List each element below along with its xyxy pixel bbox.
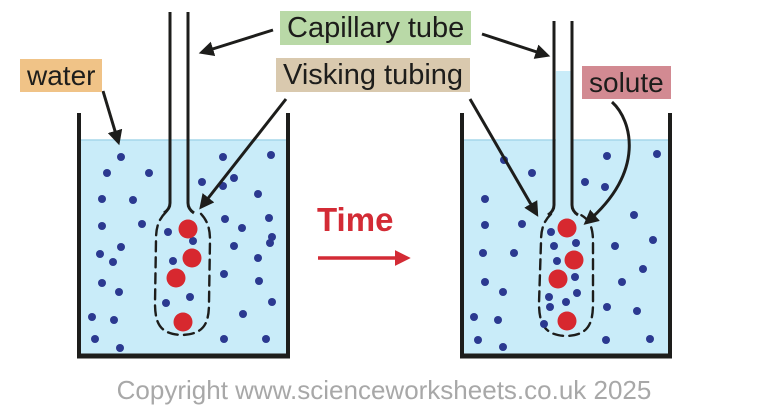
beaker-walls-right (460, 113, 672, 357)
capillary-tube-right (547, 21, 579, 217)
visking-water-molecules-left (162, 228, 197, 307)
capillary-arrow-right (481, 32, 551, 59)
capillary-arrow-left (198, 28, 274, 57)
visking-arrow-right (468, 98, 539, 217)
water-arrow (101, 90, 123, 146)
beaker-walls-left (77, 113, 290, 357)
solute-molecules-right (548, 218, 584, 331)
visking-tubing-left (153, 209, 212, 337)
visking-tubing-label: Visking tubing (276, 58, 471, 93)
solute-label: solute (582, 66, 671, 100)
visking-arrow-left (199, 98, 288, 210)
solute-arrow (583, 100, 631, 225)
capillary-water-column (556, 71, 572, 143)
water-label: water (20, 59, 103, 93)
solute-molecules-left (166, 219, 202, 332)
copyright-text: Copyright www.scienceworksheets.co.uk 20… (116, 375, 652, 405)
time-label: Time (317, 201, 394, 238)
visking-tubing-right (537, 212, 595, 338)
water-molecules-left (88, 151, 276, 352)
water-molecules-right (470, 150, 661, 351)
capillary-tube-label: Capillary tube (280, 11, 472, 46)
visking-water-molecules-right (540, 228, 581, 328)
